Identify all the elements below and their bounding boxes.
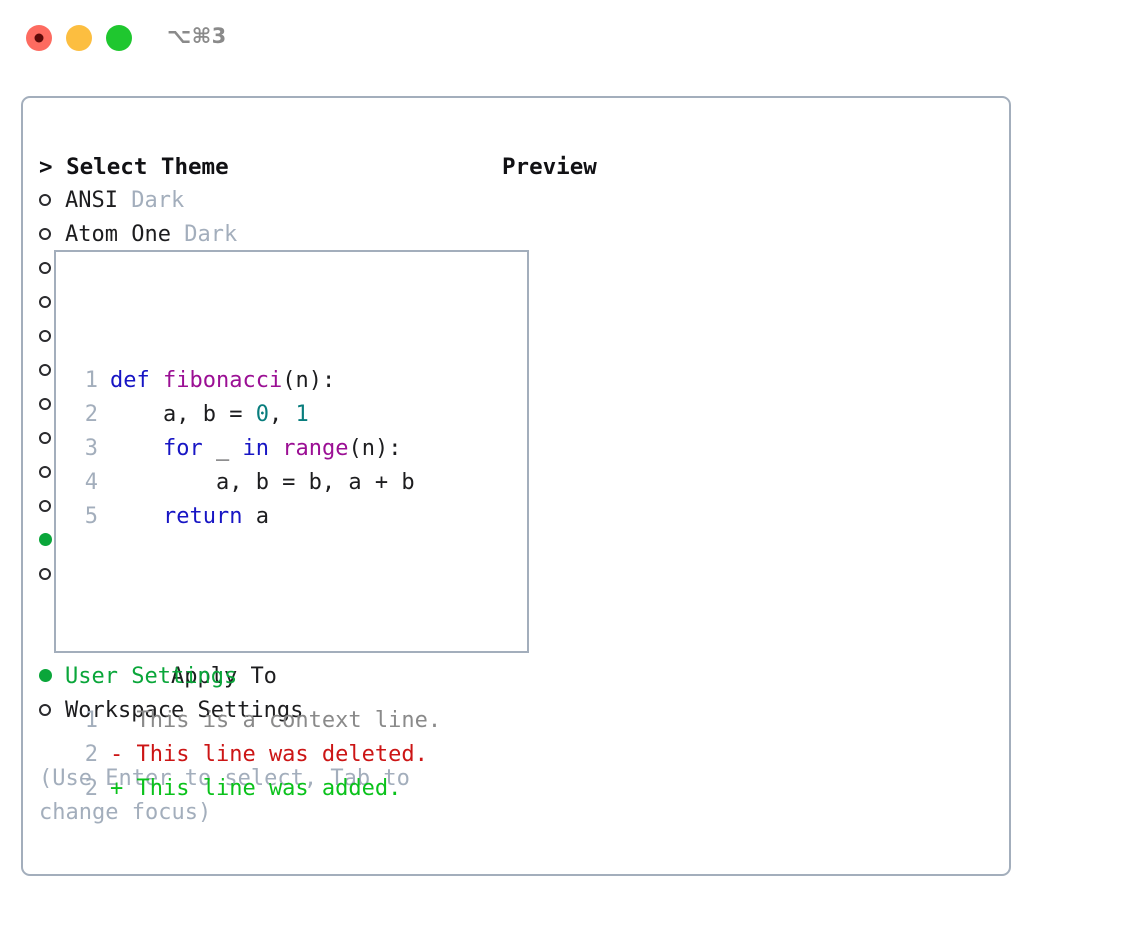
code-token: a (242, 504, 269, 529)
line-number: 5 (84, 504, 98, 529)
radio-unselected-icon (39, 296, 51, 308)
radio-unselected-icon (39, 466, 51, 478)
apply-option-label: Workspace Settings (65, 698, 304, 723)
line-number: 1 (84, 368, 98, 393)
diff-line: 2 - This line was deleted. (72, 738, 441, 772)
code-line: 1 def fibonacci(n): (72, 364, 441, 398)
theme-option-marker (39, 558, 65, 592)
title-bar: ⌥⌘3 (0, 0, 1140, 76)
radio-unselected-icon (39, 262, 51, 274)
theme-option-marker (39, 184, 65, 218)
code-token: a, b = (110, 402, 256, 427)
code-token: (n): (348, 436, 402, 461)
theme-option-label: ANSI (65, 188, 132, 213)
code-token (110, 436, 163, 461)
preview-heading: Preview (502, 154, 597, 180)
theme-option-marker (39, 286, 65, 320)
theme-option-marker (39, 456, 65, 490)
select-theme-heading: > Select Theme (39, 154, 229, 180)
apply-option-workspace-settings[interactable]: Workspace Settings (39, 694, 469, 728)
code-token (110, 504, 163, 529)
line-number: 4 (84, 470, 98, 495)
radio-selected-icon (39, 533, 52, 546)
code-token: def (110, 368, 163, 393)
theme-option-marker (39, 320, 65, 354)
code-token: , (268, 402, 296, 427)
theme-option-tag: Dark (131, 188, 185, 213)
theme-option-atom-one[interactable]: Atom One Dark (39, 218, 469, 252)
theme-option-tag: Dark (184, 222, 238, 247)
code-token: in (242, 436, 269, 461)
code-token: + This line was added. (110, 776, 402, 801)
code-token: 1 (295, 402, 309, 427)
theme-option-marker (39, 490, 65, 524)
radio-unselected-icon (39, 330, 51, 342)
code-token: 0 (255, 402, 269, 427)
radio-unselected-icon (39, 194, 51, 206)
apply-to-heading: Apply To (39, 626, 469, 689)
radio-unselected-icon (39, 568, 51, 580)
theme-option-label: Atom One (65, 222, 185, 247)
line-number: 2 (84, 402, 98, 427)
code-line: 5 return a (72, 500, 441, 534)
apply-to-heading-label: Apply To (170, 664, 277, 689)
radio-unselected-icon (39, 228, 51, 240)
line-number: 2 (84, 742, 98, 767)
line-number: 3 (84, 436, 98, 461)
theme-option-ansi[interactable]: ANSI Dark (39, 184, 469, 218)
diff-sample-block: 1 This is a context line. 2 - This line wa… (72, 704, 441, 806)
code-token: This is a context line. (110, 708, 442, 733)
diff-line: 1 This is a context line. (72, 704, 441, 738)
code-token: _ (202, 436, 243, 461)
line-number: 1 (84, 708, 98, 733)
line-number: 2 (84, 776, 98, 801)
close-window-button[interactable] (26, 25, 52, 51)
theme-option-marker (39, 354, 65, 388)
theme-option-marker (39, 388, 65, 422)
radio-unselected-icon (39, 432, 51, 444)
theme-option-marker (39, 252, 65, 286)
theme-option-marker (39, 218, 65, 252)
keyboard-hint-text: (Use Enter to select, Tab to change focu… (39, 766, 424, 825)
code-token (269, 436, 282, 461)
code-token: return (162, 504, 243, 529)
code-diff-separator (72, 602, 441, 636)
code-line: 2 a, b = 0, 1 (72, 398, 441, 432)
apply-option-user-settings[interactable]: User Settings (39, 660, 469, 694)
apply-option-marker (39, 660, 65, 694)
radio-selected-icon (39, 669, 52, 682)
radio-unselected-icon (39, 398, 51, 410)
maximize-window-button[interactable] (106, 25, 132, 51)
keyboard-shortcut-label: ⌥⌘3 (167, 24, 227, 48)
code-token: - This line was deleted. (110, 742, 428, 767)
code-token: fibonacci (162, 368, 283, 393)
theme-option-marker (39, 524, 65, 558)
code-line: 3 for _ in range(n): (72, 432, 441, 466)
code-token: for (162, 436, 203, 461)
code-token: a, b = b, a + b (110, 470, 415, 495)
code-line: 4 a, b = b, a + b (72, 466, 441, 500)
radio-unselected-icon (39, 500, 51, 512)
radio-unselected-icon (39, 364, 51, 376)
radio-unselected-icon (39, 704, 51, 716)
theme-option-marker (39, 422, 65, 456)
code-token: range (282, 436, 349, 461)
apply-option-marker (39, 694, 65, 728)
preview-panel: Preview (502, 150, 992, 184)
minimize-window-button[interactable] (66, 25, 92, 51)
code-token: (n): (282, 368, 336, 393)
apply-option-label: User Settings (65, 664, 238, 689)
diff-line: 2 + This line was added. (72, 772, 441, 806)
window-traffic-lights (26, 25, 132, 51)
